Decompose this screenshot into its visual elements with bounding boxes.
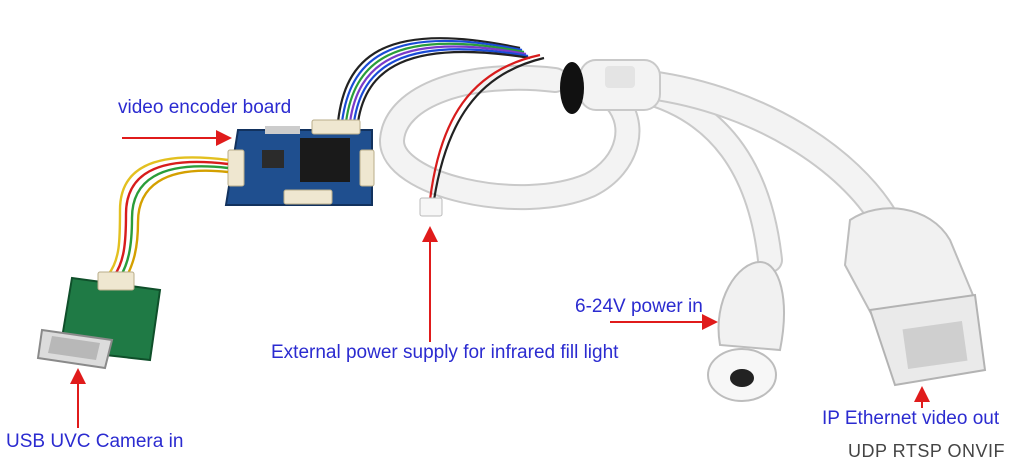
ir-power-lead — [419, 53, 545, 217]
label-usb-camera: USB UVC Camera in — [6, 431, 184, 452]
rj45-connector — [843, 207, 987, 387]
usb-camera-board — [36, 271, 162, 370]
label-power-in: 6-24V power in — [575, 296, 703, 317]
dc-power-jack — [707, 260, 785, 402]
encoder-wires — [336, 37, 531, 123]
usb-wires — [107, 156, 229, 279]
label-ir-power: External power supply for infrared fill … — [271, 342, 619, 363]
label-video-encoder: video encoder board — [118, 97, 292, 118]
video-encoder-board — [224, 119, 375, 206]
cable-harness — [379, 64, 900, 273]
label-protocols: UDP RTSP ONVIF — [848, 441, 1006, 461]
annotation-arrows — [70, 130, 930, 428]
cable-splitter — [560, 59, 661, 114]
label-ethernet: IP Ethernet video out — [822, 408, 1000, 429]
